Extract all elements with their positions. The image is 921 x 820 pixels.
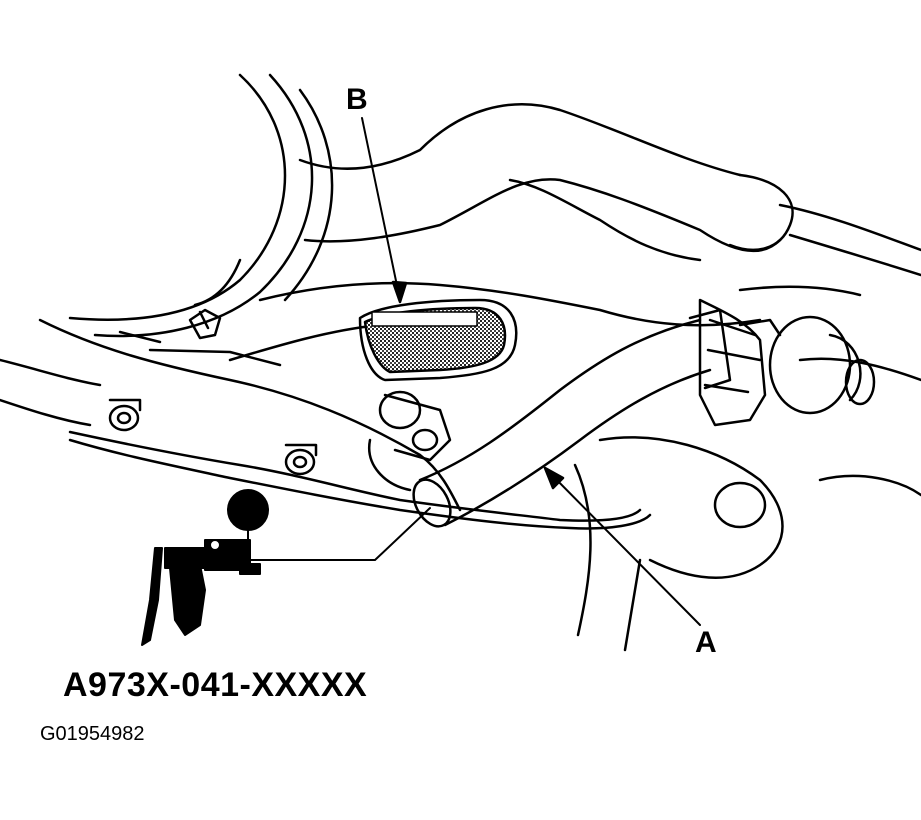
wheel-housing: [70, 75, 332, 336]
pcv-valve: [369, 392, 450, 490]
tool-part-number: A973X-041-XXXXX: [63, 666, 368, 704]
hose-a[interactable]: [406, 310, 730, 533]
callout-label-a: A: [695, 626, 717, 659]
figure-id: G01954982: [40, 723, 145, 745]
frame-bolts: [110, 400, 316, 474]
frame-member: [0, 320, 650, 528]
vacuum-pump-tool: [142, 490, 268, 645]
filter-b[interactable]: [360, 300, 516, 380]
arrowhead-a: [545, 468, 563, 488]
housing-clip: [190, 310, 220, 338]
arrowhead-b: [393, 282, 406, 302]
engine-block: [575, 359, 921, 650]
middle-hose: [230, 180, 860, 360]
callout-label-b: B: [346, 83, 368, 116]
leader-lines: [262, 118, 700, 625]
right-connector: [700, 300, 874, 425]
upper-hose: [300, 104, 921, 275]
